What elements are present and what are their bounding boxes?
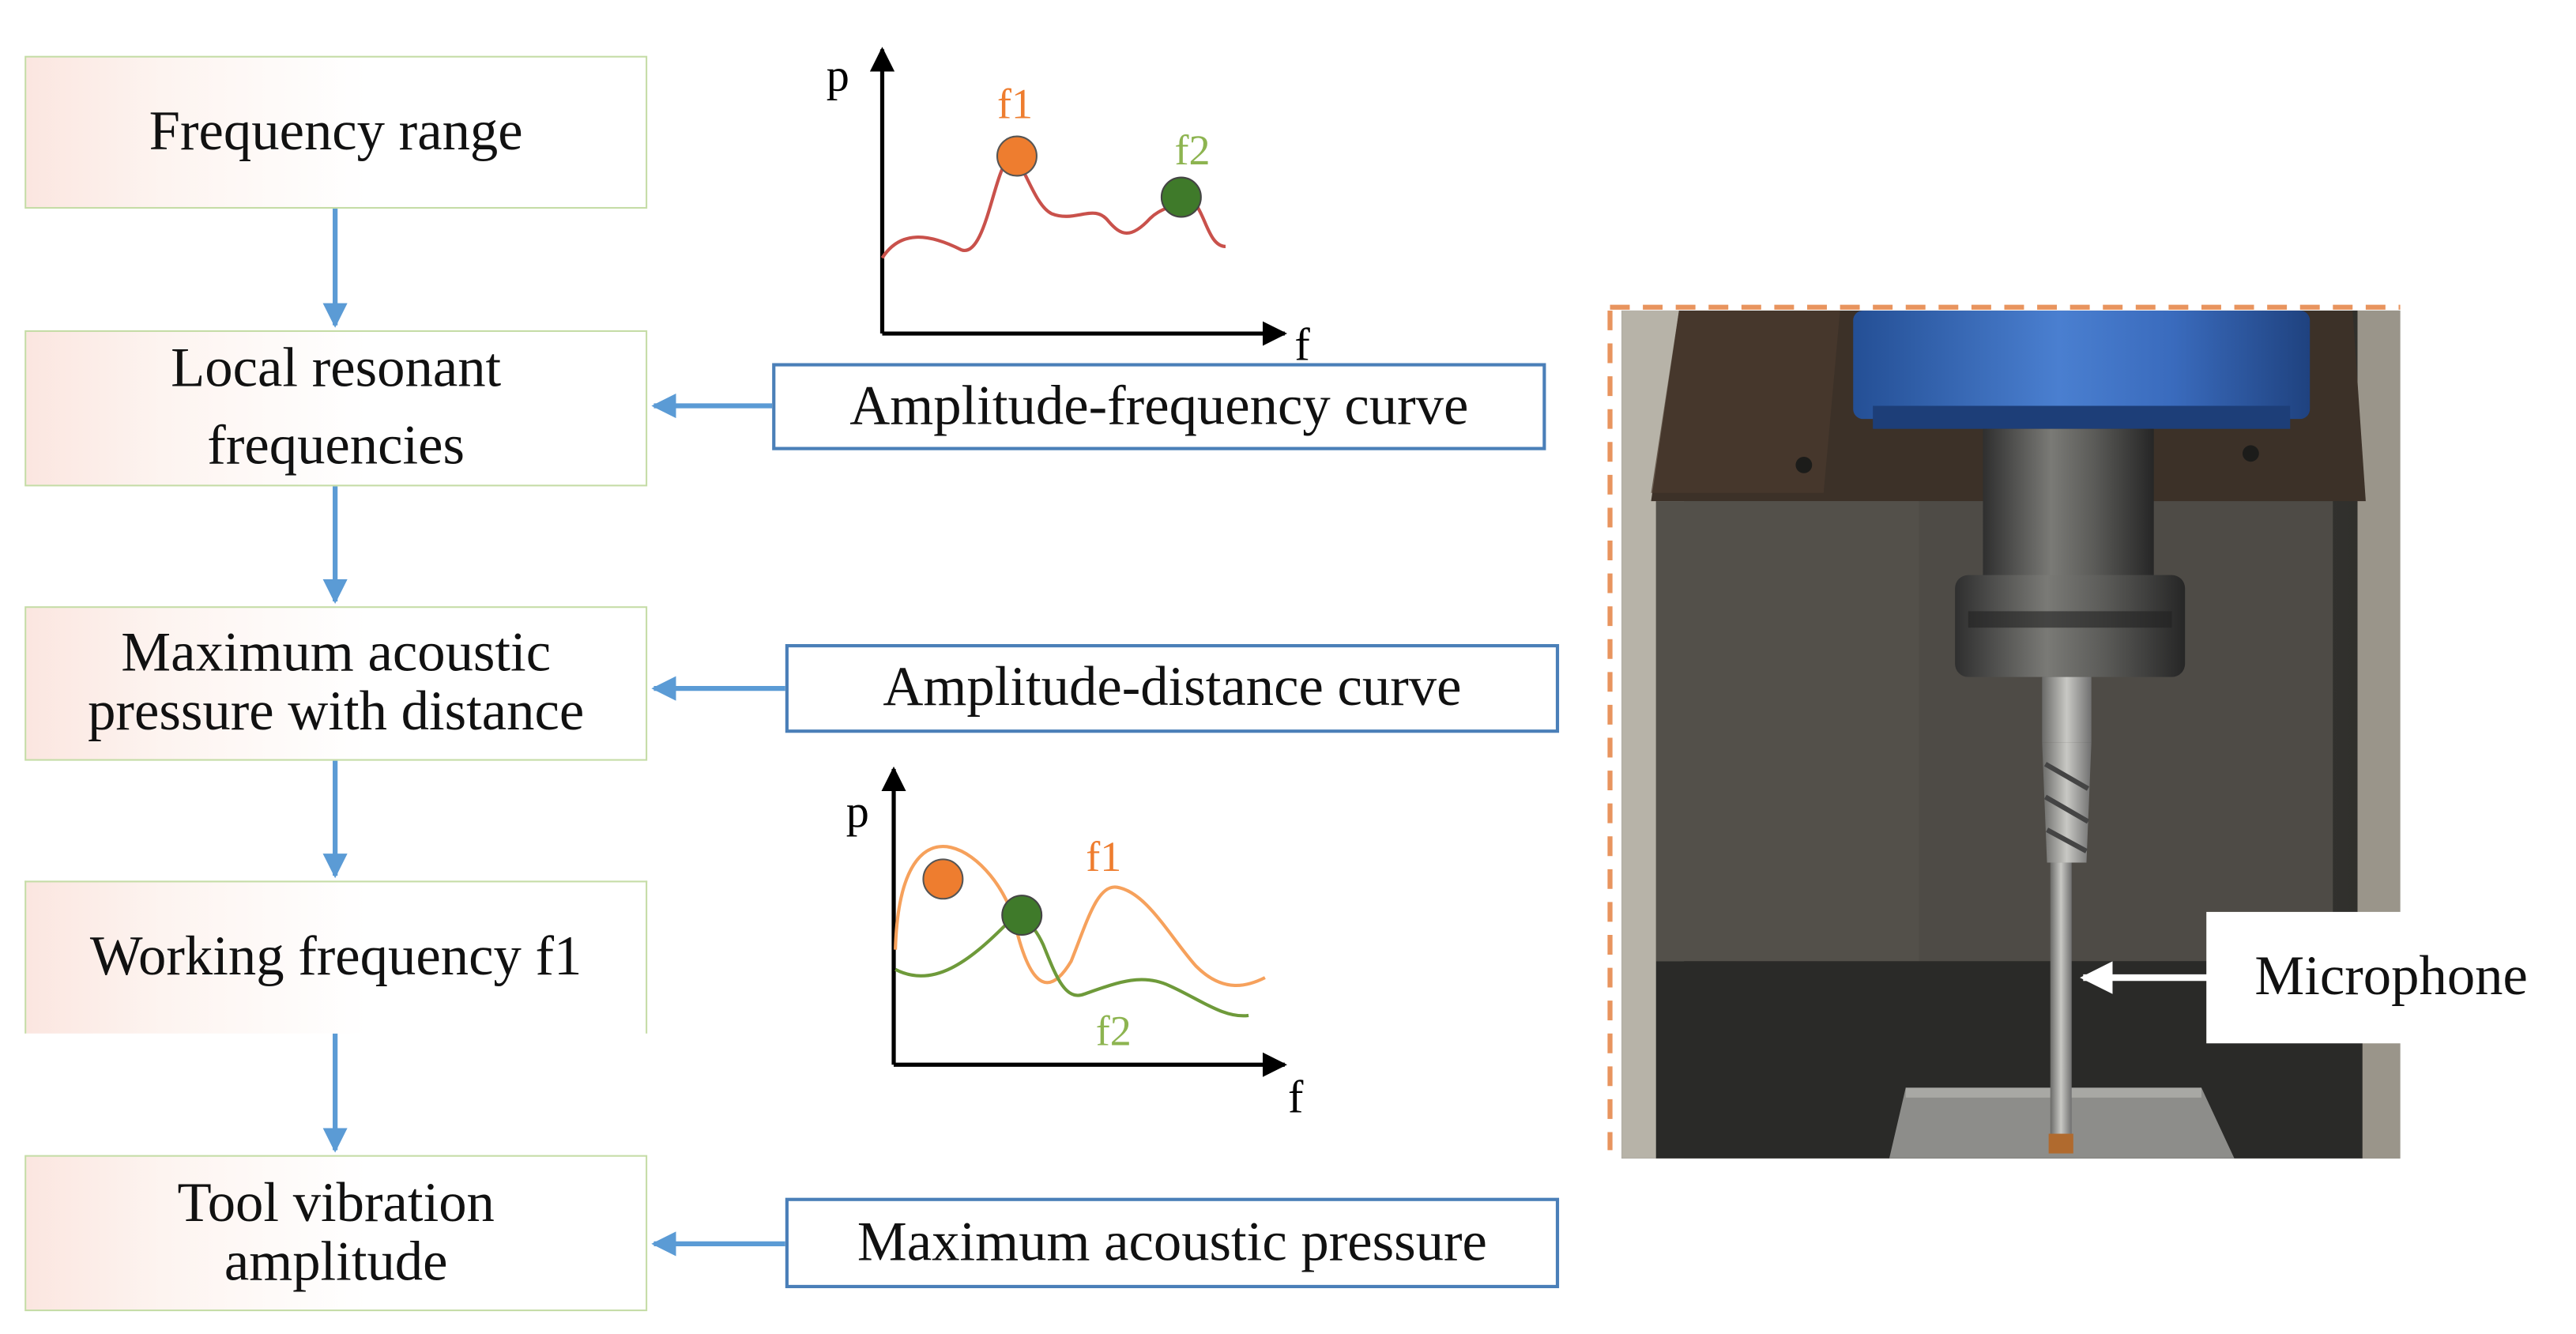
amplitude-distance-curve-box: Amplitude-distance curve	[785, 644, 1560, 733]
step-tool-vibration-label-2: amplitude	[224, 1231, 448, 1293]
tool-flute-lines	[2043, 762, 2090, 854]
f2-peak-label: f2	[1175, 126, 1211, 174]
maximum-acoustic-pressure-box: Maximum acoustic pressure	[785, 1197, 1560, 1289]
microphone-callout: Microphone	[2206, 911, 2576, 1044]
step-tool-vibration-label-1: Tool vibration	[177, 1172, 495, 1234]
f2-peak-marker	[1160, 176, 1202, 218]
step-maximum-acoustic-pressure: Maximum acoustic pressure with distance	[24, 606, 648, 761]
f2-distance-curve	[894, 917, 1249, 1018]
tool-flutes	[2042, 742, 2092, 863]
amplitude-frequency-curve-label: Amplitude-frequency curve	[849, 375, 1469, 437]
spindle-head-lip	[1873, 405, 2291, 429]
step-max-pressure-label-2: pressure with distance	[88, 681, 585, 743]
bottom-plot-y-label: p	[846, 786, 869, 837]
maximum-acoustic-pressure-label: Maximum acoustic pressure	[857, 1212, 1487, 1273]
amplitude-distance-curve-label: Amplitude-distance curve	[883, 657, 1462, 718]
spindle-shaft	[1983, 428, 2154, 577]
step-working-frequency: Working frequency f1	[24, 880, 648, 1034]
top-plot-x-label: f	[1294, 318, 1310, 369]
amplitude-distance-sketch: p f f1 f2	[846, 766, 1304, 1123]
amplitude-frequency-sketch: p f f1 f2	[827, 47, 1310, 370]
f1-distance-marker	[922, 858, 964, 900]
f1-curve-label: f1	[1086, 833, 1121, 880]
top-plot-y-label: p	[827, 49, 849, 100]
bottom-plot-x-label: f	[1288, 1072, 1304, 1123]
steel-plate-shade	[1655, 501, 1919, 962]
step-frequency-range: Frequency range	[24, 55, 648, 209]
f1-peak-label: f1	[997, 81, 1033, 128]
step-local-resonant-frequencies: Local resonant frequencies	[24, 330, 648, 487]
step-frequency-range-label: Frequency range	[149, 100, 523, 162]
panel-bolt-2	[2242, 445, 2259, 462]
step-tool-vibration-amplitude: Tool vibration amplitude	[24, 1155, 648, 1312]
step-max-pressure-label-1: Maximum acoustic	[121, 622, 552, 684]
rusty-highlight	[1651, 310, 1840, 493]
microphone-rod	[2050, 862, 2072, 1151]
step-local-resonant-label-1: Local resonant	[171, 338, 502, 400]
step-local-resonant-label-2: frequencies	[207, 416, 465, 477]
f2-curve-label: f2	[1096, 1007, 1132, 1054]
microphone-tip	[2048, 1133, 2073, 1154]
amplitude-frequency-curve-box: Amplitude-frequency curve	[772, 363, 1546, 450]
step-working-frequency-label: Working frequency f1	[89, 926, 582, 988]
f2-distance-marker	[1001, 895, 1043, 936]
spindle-head	[1853, 310, 2310, 420]
microphone-callout-label: Microphone	[2254, 946, 2528, 1008]
panel-bolt-1	[1795, 456, 1813, 473]
collet-nut-ring	[1968, 611, 2172, 628]
f1-distance-curve	[894, 845, 1266, 988]
tool-shank	[2042, 676, 2092, 743]
f1-peak-marker	[996, 135, 1038, 177]
